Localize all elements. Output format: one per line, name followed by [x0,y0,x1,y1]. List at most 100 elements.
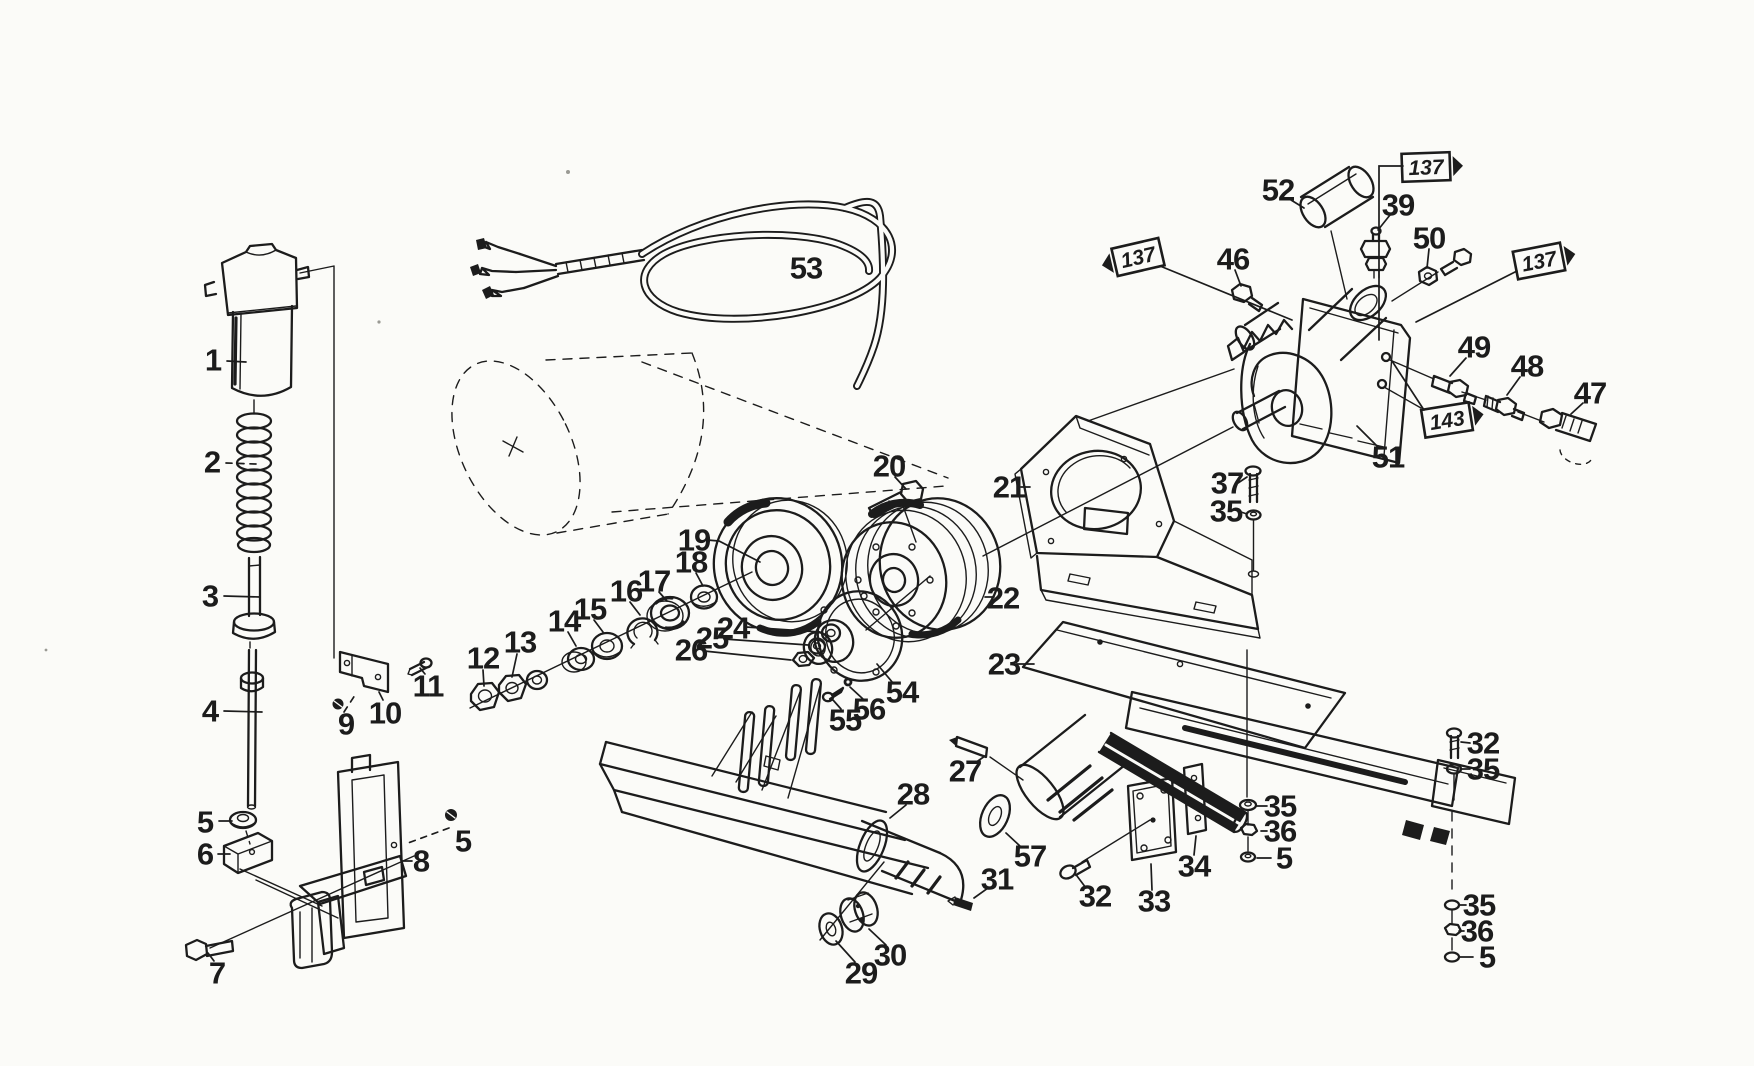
spring-2 [235,399,273,554]
part-number-label: 1 [205,343,222,378]
part-number-label: 37 [1211,466,1243,501]
pulley-19 [712,497,848,637]
flag-arrow-icon [1101,253,1114,273]
part-number-label: 55 [829,703,862,738]
part-number-label: 8 [413,844,430,879]
part-number-label: 26 [675,633,708,668]
leader-line [567,631,577,647]
part-callout-12: 12 [467,641,500,687]
strip-34 [1173,762,1208,836]
part-number-label: 17 [638,564,670,599]
leader-line [703,650,792,661]
part-number-label: 54 [886,675,920,710]
part-callout-34: 34 [1178,835,1213,884]
reference-flag-137: 137 [1378,150,1463,341]
part-number-label: 7 [209,956,225,991]
part-callout-5: 5 [1458,940,1497,975]
part-number-label: 29 [845,956,878,991]
part-number-label: 27 [949,754,981,789]
cable-sleeve [554,248,646,276]
part-number-label: 4 [202,694,220,729]
flag-leader-line [1378,165,1404,341]
part-callout-22: 22 [984,581,1020,616]
part-number-label: 48 [1511,349,1544,384]
paper-speck [566,170,570,174]
lever-assembly [209,650,457,970]
bearing-17 [646,595,691,632]
part-number-label: 3 [202,579,219,614]
part-number-label: 34 [1178,849,1212,884]
part-number-label: 10 [369,696,401,731]
part-number-label: 39 [1382,188,1415,223]
part-number-label: 15 [574,592,607,627]
flag-arrow-icon [1452,156,1463,177]
leader-line [1570,402,1584,415]
part-number-label: 32 [1079,879,1111,914]
leader-line [974,755,986,764]
part-number-label: 50 [1413,221,1445,256]
washer-24 [820,623,842,643]
part-callout-8: 8 [401,844,431,879]
part-number-label: 25 [696,621,729,656]
part-number-label: 5 [197,805,214,840]
part-number-label: 57 [1014,839,1046,874]
part-callout-23: 23 [988,647,1035,682]
phantom-motor [451,352,705,536]
washer-column [1238,798,1259,863]
leader-line [629,601,641,616]
pin-31 [947,896,973,911]
part-callout-5: 5 [197,805,233,840]
plunger-3 [231,555,277,649]
washer-35-bracket [1245,509,1262,578]
nut-13 [497,673,528,703]
part-number-label: 33 [1138,884,1171,919]
shaft-hardware [469,571,753,712]
part-callout-54: 54 [876,663,921,710]
part-callout-5: 5 [1256,841,1294,876]
washer-5 [228,810,258,845]
part-callout-16: 16 [610,574,644,616]
washer-5-col [1239,851,1257,863]
flag-arrow-icon [1563,246,1576,266]
part-callout-36: 36 [1458,914,1495,949]
nut-12 [469,681,501,712]
part-callout-30: 30 [868,928,907,973]
leader-line [223,595,261,598]
part-callout-32: 32 [1076,875,1112,914]
part-number-label: 51 [1372,440,1405,475]
part-number-label: 53 [790,251,823,286]
leader-line [225,462,257,465]
reference-flag-143: 143 [1391,360,1484,440]
cable-terminals [470,238,560,299]
flag-leader-line [1415,270,1518,323]
part-callout-50: 50 [1413,221,1446,269]
leader-line [1076,875,1087,889]
part-number-label: 56 [853,692,886,727]
leader-line [482,669,485,687]
part-callout-39: 39 [1377,188,1416,231]
leader-line [695,572,704,587]
part-number-label: 23 [988,647,1021,682]
leader-line [894,476,907,490]
part-callout-19: 19 [678,523,761,563]
part-callout-37: 37 [1211,466,1248,501]
washer-56 [843,677,853,687]
bolt-11 [407,657,433,677]
part-number-label: 35 [1467,752,1500,787]
bolt-37 [1244,465,1262,504]
screw-5b [445,809,457,821]
leader-line [1005,832,1022,848]
part-callout-6: 6 [197,837,231,872]
part-callout-25: 25 [696,621,809,656]
part-callout-15: 15 [574,592,608,633]
part-callout-35: 35 [1256,789,1298,824]
pump-assembly [982,165,1598,557]
part-callout-56: 56 [849,686,887,727]
rod-4 [239,648,265,810]
washer-13b [525,669,549,691]
filter-assembly [184,242,335,962]
screw-55 [821,686,845,703]
part-callout-3: 3 [202,579,261,614]
motor-bracket-21 [1014,368,1262,639]
